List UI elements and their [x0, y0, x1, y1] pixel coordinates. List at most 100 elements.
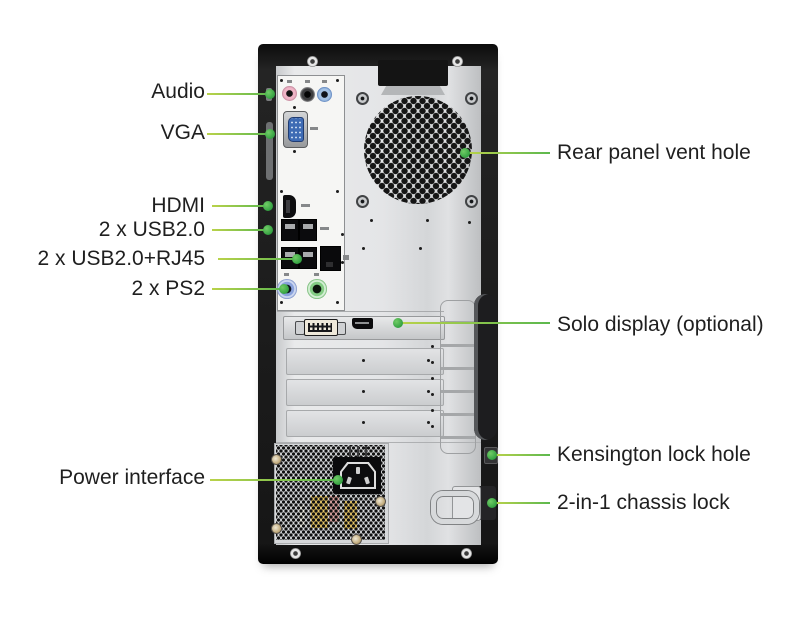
slot-dot: [427, 390, 430, 393]
ps2-port-green: [307, 279, 327, 299]
panel-dot: [362, 247, 365, 250]
chassis-lock-body: [477, 486, 496, 520]
audio-glyph-icon: [322, 80, 327, 83]
callout-line-hdmi: [212, 205, 267, 207]
panel-dot: [431, 409, 434, 412]
label-usb-rj45: 2 x USB2.0+RJ45: [37, 247, 205, 270]
panel-dot: [431, 377, 434, 380]
vga-glyph-icon: [310, 127, 318, 130]
expansion-slot-cover: [286, 410, 444, 437]
callout-dot-chassis-lock: [487, 498, 497, 508]
panel-dot: [280, 79, 283, 82]
psu-rib: [357, 446, 359, 457]
callout-line-power: [210, 479, 337, 481]
panel-dot: [431, 425, 434, 428]
hdmi-port-slot: [286, 200, 290, 213]
psu-rib: [349, 446, 351, 457]
rear-handle-recess: [474, 294, 497, 440]
dvi-port: [304, 319, 338, 336]
usb-glyph-icon: [320, 227, 329, 230]
panel-dot: [336, 301, 339, 304]
chassis-lock-hasp: [431, 491, 479, 524]
vga-screw-hole: [293, 150, 296, 153]
panel-dot: [341, 261, 344, 264]
audio-jack-pink-icon: [282, 86, 297, 101]
screw-icon: [271, 523, 282, 534]
callout-line-usb-rj45: [218, 258, 296, 260]
screw-icon: [290, 548, 301, 559]
screw-icon: [465, 195, 478, 208]
panel-dot: [431, 345, 434, 348]
vga-port-pins: [288, 117, 304, 142]
slot-dot: [362, 390, 365, 393]
usb-port: [281, 219, 299, 241]
panel-dot: [280, 190, 283, 193]
panel-dot: [419, 247, 422, 250]
audio-jack-black-icon: [300, 87, 315, 102]
callout-line-vga: [207, 133, 269, 135]
screw-icon: [351, 534, 362, 545]
vga-screw-hole: [293, 106, 296, 109]
lan-glyph-icon: [343, 255, 349, 260]
screw-icon: [375, 496, 386, 507]
expansion-slot-cover: [286, 348, 444, 375]
screw-icon: [307, 56, 318, 67]
side-latch: [266, 122, 273, 180]
top-recess-lip: [381, 86, 445, 95]
rear-fan-vent: [364, 96, 472, 204]
screw-icon: [356, 195, 369, 208]
audio-jack-blue-icon: [317, 87, 332, 102]
callout-line-chassis-lock: [494, 502, 550, 504]
panel-dot: [431, 361, 434, 364]
panel-dot: [468, 221, 471, 224]
panel-seam: [276, 442, 481, 443]
usb-port: [299, 219, 317, 241]
audio-glyph-icon: [305, 80, 310, 83]
psu-rib: [365, 446, 367, 457]
slot-dot: [362, 421, 365, 424]
label-usb: 2 x USB2.0: [98, 218, 205, 241]
callout-dot-vent: [460, 148, 470, 158]
callout-dot-usb: [263, 225, 273, 235]
callout-dot-ps2: [279, 284, 289, 294]
screw-icon: [461, 548, 472, 559]
callout-dot-hdmi: [263, 201, 273, 211]
ac-pin: [356, 467, 360, 474]
label-ps2: 2 x PS2: [131, 277, 205, 300]
callout-line-vent: [468, 152, 550, 154]
slot-dot: [427, 421, 430, 424]
panel-seam: [277, 311, 444, 312]
callout-dot-vga: [265, 129, 275, 139]
callout-line-usb: [212, 229, 267, 231]
rj45-clip: [326, 262, 333, 267]
callout-dot-kensington: [487, 450, 497, 460]
ps2-glyph-icon: [314, 273, 319, 276]
callout-line-audio: [207, 93, 269, 95]
callout-line-solo-display: [400, 322, 550, 324]
io-shield-plate: [277, 75, 345, 311]
slot-dot: [362, 359, 365, 362]
callout-line-kensington: [494, 454, 550, 456]
top-vent-recess: [378, 60, 448, 86]
ps2-glyph-icon: [284, 273, 289, 276]
panel-dot: [336, 79, 339, 82]
screw-icon: [356, 92, 369, 105]
label-solo-display: Solo display (optional): [557, 313, 764, 336]
expansion-slot-cover: [286, 379, 444, 406]
panel-dot: [431, 393, 434, 396]
callout-line-ps2: [212, 288, 283, 290]
panel-dot: [336, 190, 339, 193]
displayport: [352, 318, 373, 329]
label-power-interface: Power interface: [59, 466, 205, 489]
screw-icon: [452, 56, 463, 67]
callout-dot-usb-rj45: [292, 254, 302, 264]
card-retention-bracket: [440, 300, 476, 454]
label-kensington: Kensington lock hole: [557, 443, 751, 466]
panel-dot: [280, 301, 283, 304]
screw-icon: [271, 454, 282, 465]
label-audio: Audio: [151, 80, 205, 103]
callout-dot-solo-display: [393, 318, 403, 328]
screw-icon: [465, 92, 478, 105]
hdmi-glyph-icon: [301, 204, 310, 207]
